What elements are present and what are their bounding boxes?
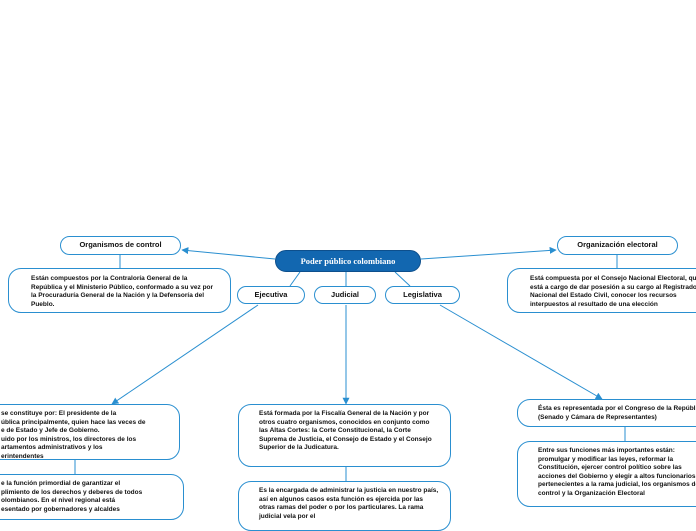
node-text: Está formada por la Fiscalía General de …: [259, 410, 432, 452]
node-ejecutiva-function[interactable]: e la función primordial de garantizar el…: [0, 474, 184, 520]
connector-root-organizacion: [420, 246, 557, 260]
node-organizacion-detail[interactable]: Está compuesta por el Consejo Nacional E…: [507, 268, 696, 313]
node-text: Están compuestos por la Contraloría Gene…: [31, 275, 214, 308]
node-text-line: uido por los ministros, los directores d…: [1, 435, 137, 443]
connector-legislativa-detail: [439, 304, 603, 400]
connector-root-ejecutiva: [289, 271, 301, 287]
root-node-label: Poder público colombiano: [300, 256, 396, 266]
node-legislativa-detail[interactable]: Ésta es representada por el Congreso de …: [517, 399, 696, 427]
node-text-line: se constituye por: El presidente de la: [1, 410, 117, 417]
node-organismos-detail[interactable]: Están compuestos por la Contraloría Gene…: [8, 268, 231, 313]
node-ejecutiva[interactable]: Ejecutiva: [237, 286, 305, 304]
node-text: Ésta es representada por el Congreso de …: [538, 405, 696, 421]
node-text-line: erintendentes: [1, 452, 44, 460]
connector-layer: [74, 246, 626, 481]
node-text: Entre sus funciones más importantes está…: [538, 447, 696, 497]
node-judicial[interactable]: Judicial: [314, 286, 376, 304]
node-text-line: esentado por gobernadores y alcaldes: [1, 505, 120, 513]
connector-root-organismos: [181, 247, 276, 260]
node-label: Organización electoral: [577, 240, 658, 250]
node-judicial-detail[interactable]: Está formada por la Fiscalía General de …: [238, 404, 451, 467]
node-label: Ejecutiva: [254, 289, 288, 299]
node-label: Organismos de control: [79, 240, 162, 250]
node-text: Es la encargada de administrar la justic…: [259, 487, 439, 520]
node-text-line: e la función primordial de garantizar el: [1, 480, 121, 487]
node-label: Legislativa: [403, 289, 442, 299]
node-organismos-de-control[interactable]: Organismos de control: [60, 236, 181, 255]
connector-ejecutiva-detail: [111, 304, 259, 405]
node-text-line: artamentos administrativos y los: [1, 444, 103, 452]
node-judicial-function[interactable]: Es la encargada de administrar la justic…: [238, 481, 451, 531]
node-text: Está compuesta por el Consejo Nacional E…: [530, 275, 696, 308]
node-legislativa-function[interactable]: Entre sus funciones más importantes está…: [517, 441, 696, 507]
node-text-line: olombianos. En el nivel regional está: [1, 497, 116, 505]
node-text-line: ública principalmente, quien hace las ve…: [1, 418, 146, 426]
node-ejecutiva-detail[interactable]: se constituye por: El presidente de la ú…: [0, 404, 180, 460]
node-legislativa[interactable]: Legislativa: [385, 286, 460, 304]
root-node-poder-publico[interactable]: Poder público colombiano: [275, 250, 421, 272]
node-organizacion-electoral[interactable]: Organización electoral: [557, 236, 678, 255]
node-text-line: plimiento de los derechos y deberes de t…: [1, 488, 143, 496]
node-text-line: e de Estado y Jefe de Gobierno.: [1, 427, 100, 435]
node-label: Judicial: [331, 289, 359, 299]
connector-root-legislativa: [394, 271, 411, 287]
